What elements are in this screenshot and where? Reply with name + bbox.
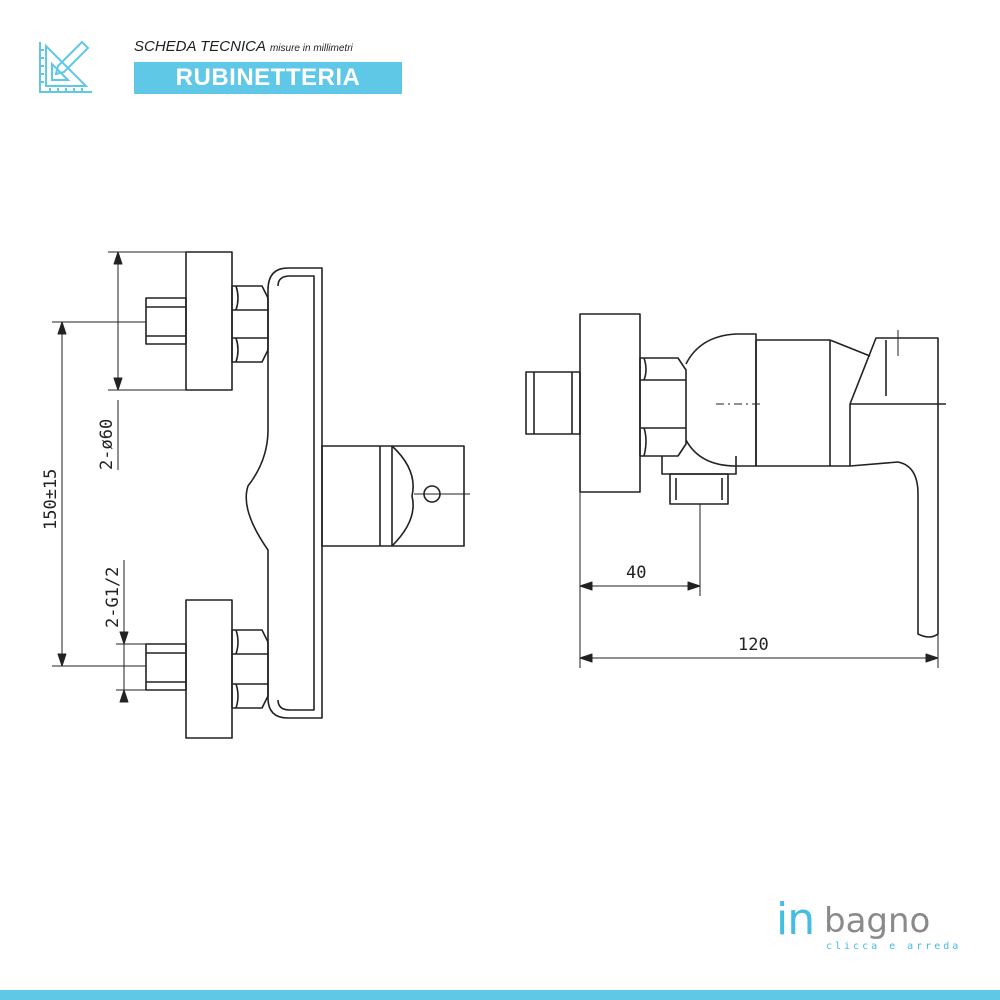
brand-logo: in bagno clicca e arreda xyxy=(776,894,958,965)
bottom-connector xyxy=(145,599,269,739)
dim-outlet-offset: 40 xyxy=(626,563,646,583)
side-dimensions xyxy=(579,492,939,668)
logo-name: bagno xyxy=(824,901,931,941)
dim-bore-diameter: 2-ø60 xyxy=(97,419,117,470)
ruler-pencil-icon xyxy=(39,40,92,93)
front-view xyxy=(145,251,470,739)
page-subtitle: misure in millimetri xyxy=(269,43,353,54)
logo-tagline: clicca e arreda xyxy=(826,941,962,952)
mixer-body xyxy=(245,267,323,719)
bottom-accent-bar xyxy=(0,990,1000,1000)
category-banner: RUBINETTERIA xyxy=(134,62,402,94)
front-lever xyxy=(321,445,470,547)
side-handle xyxy=(849,337,939,638)
front-dimensions xyxy=(52,251,186,703)
page-title: SCHEDA TECNICA xyxy=(134,38,266,55)
dim-total-depth: 120 xyxy=(738,635,769,655)
dim-centers: 150±15 xyxy=(41,469,61,530)
top-connector xyxy=(145,251,269,391)
dim-thread: 2-G1/2 xyxy=(103,567,123,628)
logo-prefix: in xyxy=(776,894,815,945)
